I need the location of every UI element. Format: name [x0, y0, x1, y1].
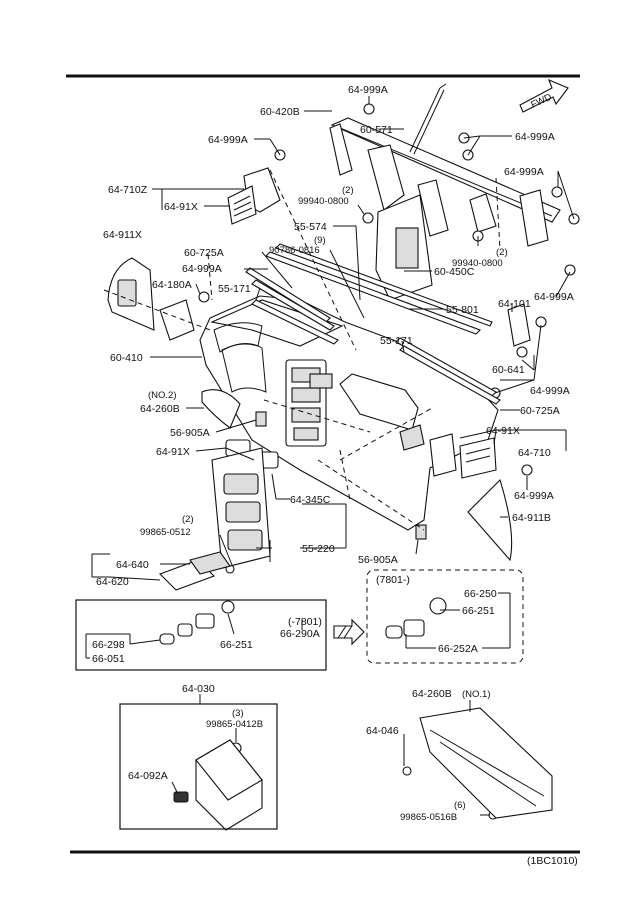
part-label: 64-101: [498, 298, 531, 310]
side-vent-right: [459, 437, 497, 479]
part-label: 64-710: [518, 447, 551, 459]
range-label: (7801-): [376, 574, 410, 586]
range-label: (-7801): [288, 616, 322, 628]
part-label: 60-725A: [184, 247, 224, 259]
part-label: 66-252A: [438, 643, 478, 655]
part-label: 64-030: [182, 683, 215, 695]
ashtray: [159, 551, 231, 591]
part-label-qty: (2): [496, 247, 508, 258]
part-label: 64-91X: [164, 201, 198, 213]
defroster-nozzle: [245, 243, 501, 405]
part-label: 56-905A: [170, 427, 210, 439]
part-label: 60-450C: [434, 266, 475, 278]
part-label: 66-051: [92, 653, 125, 665]
part-label-qty: (3): [232, 708, 244, 719]
glove-box-inner: [419, 707, 553, 819]
clip-part: [255, 411, 267, 427]
part-label: 64-91X: [156, 446, 190, 458]
part-label: 64-999A: [182, 263, 222, 275]
part-label-qty: (6): [454, 800, 466, 811]
part-label: 64-999A: [530, 385, 570, 397]
part-label: 66-298: [92, 639, 125, 651]
part-label: 99865-0412B: [206, 719, 263, 730]
part-label: 64-911X: [103, 229, 142, 241]
part-label-qty: (2): [182, 514, 194, 525]
bracket-part: [507, 303, 531, 358]
part-label: 55-801: [446, 304, 479, 316]
side-cover-right: [467, 478, 513, 562]
part-label: 64-710Z: [108, 184, 148, 196]
part-label: 64-999A: [348, 84, 388, 96]
part-label: 99940-0800: [298, 196, 349, 207]
part-label: 60-641: [492, 364, 525, 376]
part-label: 64-260B: [412, 688, 452, 700]
part-label: 90786-0816: [269, 245, 320, 256]
part-labels: 64-999A 60-420B 60-571 64-999A 64-999A 6…: [92, 84, 578, 867]
part-label-qty: (NO.2): [148, 390, 177, 401]
clip-part: [415, 524, 427, 540]
part-label: 64-260B: [140, 403, 180, 415]
part-label: 64-620: [96, 576, 129, 588]
forward-arrow-icon: FWD: [519, 78, 569, 113]
range-box-old: [75, 599, 327, 671]
part-label: 66-251: [220, 639, 253, 651]
part-label: 55-171: [380, 335, 413, 347]
fwd-label: FWD: [529, 92, 553, 111]
part-label: 64-180A: [152, 279, 192, 291]
part-label: 64-046: [366, 725, 399, 737]
side-cover-left: [107, 257, 155, 331]
cigarette-lighter-parts: [385, 597, 447, 639]
part-label: 64-092A: [128, 770, 168, 782]
part-label: 64-999A: [514, 490, 554, 502]
part-label: 99865-0512: [140, 527, 191, 538]
side-vent-left: [227, 167, 281, 225]
replacement-arrow-icon: [333, 618, 365, 646]
center-bezel: [211, 447, 271, 569]
part-label: 99865-0516B: [400, 812, 457, 823]
part-label: 55-171: [218, 283, 251, 295]
part-label: 64-640: [116, 559, 149, 571]
part-label: 60-571: [360, 124, 393, 136]
part-label: 64-91X: [486, 425, 520, 437]
diagram-code: (1BC1010): [527, 855, 578, 867]
part-label: 56-905A: [358, 554, 398, 566]
part-label: 60-410: [110, 352, 143, 364]
part-label-qty: (9): [314, 235, 326, 246]
part-label: 64-999A: [504, 166, 544, 178]
part-label: 55-574: [294, 221, 327, 233]
range-box-new: [366, 569, 524, 664]
part-label: 60-420B: [260, 106, 300, 118]
part-label: 66-250: [464, 588, 497, 600]
glove-box: [173, 739, 263, 831]
part-label: 64-999A: [515, 131, 555, 143]
part-label-qty: (2): [342, 185, 354, 196]
part-label: 64-999A: [534, 291, 574, 303]
bracket-part: [159, 299, 195, 341]
part-label-qty: (NO.1): [462, 689, 491, 700]
part-label: 64-345C: [290, 494, 331, 506]
cigarette-lighter-parts: [159, 600, 235, 645]
part-label: 99940-0800: [452, 258, 503, 269]
part-label: 55-220: [302, 543, 335, 555]
dashed-guides: [103, 169, 501, 531]
part-label: 66-290A: [280, 628, 320, 640]
leader-lines: [85, 96, 575, 816]
part-label: 64-999A: [208, 134, 248, 146]
glove-box-frame: [119, 703, 278, 830]
part-label: 66-251: [462, 605, 495, 617]
part-label: 60-725A: [520, 405, 560, 417]
part-label: 64-911B: [512, 512, 551, 524]
dash-crossmember: [329, 83, 561, 301]
